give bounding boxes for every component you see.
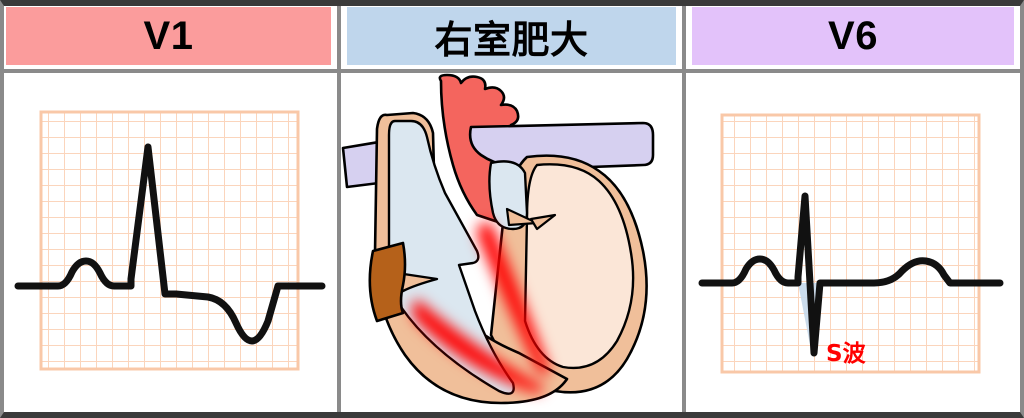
panel-heart: 右室肥大 [341, 0, 686, 418]
pulmonary-artery [468, 121, 655, 171]
ecg-chart-v6: S波 [686, 73, 1020, 418]
ecg-grid-v6 [722, 115, 979, 372]
rv-hypertrophy-glow-lateral [411, 299, 544, 393]
panel-header-heart: 右室肥大 [347, 7, 676, 65]
rv-hypertrophy-glow-septal [477, 222, 549, 375]
heart-diagram [341, 73, 682, 418]
heart-svg [341, 73, 655, 405]
s-wave-label: S波 [826, 341, 867, 367]
header-divider-v1 [0, 69, 337, 73]
ecg-svg-v6: S波 [698, 113, 1004, 374]
panel-header-v6: V6 [692, 7, 1014, 65]
pulmonary-outflow [488, 160, 529, 231]
panel-v6: V6 [686, 0, 1020, 418]
ecg-svg-v1 [14, 110, 326, 371]
panel-body-v6: S波 [686, 73, 1020, 418]
ecg-grid-v1 [41, 112, 298, 369]
panel-header-v1: V1 [6, 7, 331, 65]
inferior-vena-cava [368, 241, 407, 323]
ecg-chart-v1 [0, 73, 341, 418]
panel-body-heart [341, 73, 682, 418]
mitral-valve-leaflet [529, 213, 557, 231]
header-divider-heart [341, 69, 682, 73]
ecg-trace-v1 [14, 143, 326, 345]
panel-v1: V1 [0, 0, 341, 418]
tricuspid-valve-leaflet [505, 207, 539, 227]
ecg-trace-v6 [698, 192, 1004, 357]
panel-body-v1 [0, 73, 337, 418]
header-divider-v6 [686, 69, 1020, 73]
ecg-grid-border-v1 [39, 110, 300, 371]
ecg-grid-border-v6 [720, 113, 981, 374]
